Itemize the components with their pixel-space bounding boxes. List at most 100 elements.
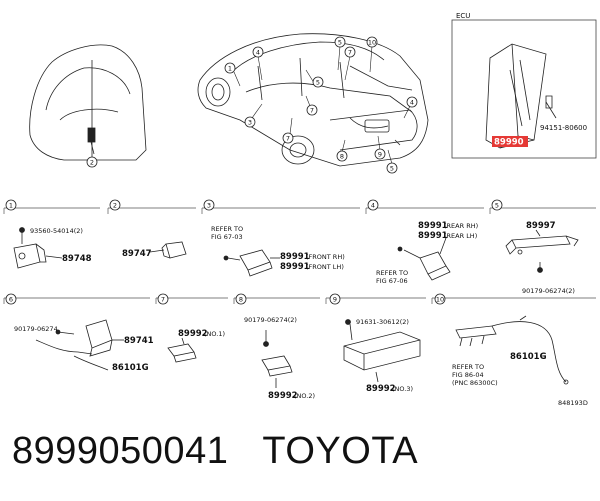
part-code: 89741 [124,336,154,346]
panel-number: 2 [113,202,117,210]
callout-circle [252,46,264,58]
callout-circles [5,36,503,305]
panel-number: 8 [239,296,243,304]
part-illustration-1 [13,227,63,269]
ecu-label: ECU [456,12,470,20]
callout-circle [374,148,386,160]
part-note: (REAR RH) [444,222,478,230]
callout-number: 5 [390,165,394,173]
panel-number: 9 [333,296,337,304]
panel-labels: 93560-54014(2) 89748 89747 REFER TO FIG … [14,221,588,407]
part-code: 86101G [510,352,547,362]
callout-circle [386,162,398,174]
part-code: 89992 [268,391,298,401]
part-code: 89991 [418,231,448,241]
part-illustration-2 [149,241,187,259]
ecu-part-highlight [492,136,528,147]
caption-brand: TOYOTA [262,430,419,472]
part-code: 91631-30612(2) [356,318,409,326]
part-code: 89747 [122,249,152,259]
callout-circle [344,46,356,58]
callout-circle [203,199,215,211]
part-code: 90179-06274(2) [244,316,297,324]
refer-text: REFER TO [452,363,484,371]
part-code: 89991 [280,262,310,272]
part-illustration-4 [397,237,451,281]
car-perspective-view [197,33,429,167]
callout-number: 1 [228,65,232,73]
part-illustration-5 [505,229,579,273]
callout-circle [109,199,121,211]
refer-text: REFER TO [211,225,243,233]
refer-text: FIG 86-04 [452,371,484,379]
callout-circle [157,293,169,305]
figure-code: 848193D [558,399,588,407]
panel-number: 3 [207,202,211,210]
callout-circle [244,116,256,128]
callout-circle [86,156,98,168]
callout-circle [329,293,341,305]
callout-number: 10 [368,39,376,47]
ecu-bolt-part: 94151-80600 [540,124,587,132]
callout-number: 9 [378,151,382,159]
part-illustration-8 [261,330,293,388]
part-code: 89748 [62,254,92,264]
callout-circle [5,293,17,305]
callout-number: 5 [316,79,320,87]
ecu-part-number: 89990 [494,138,524,148]
panel-frames [3,207,596,304]
part-code: 90179-06274(2) [522,287,575,295]
part-note: (REAR LH) [444,232,477,240]
panel-number: 5 [495,202,499,210]
part-code: 89992 [178,329,208,339]
part-code: 86101G [112,363,149,373]
ecu-labels: ECU 94151-80600 [456,12,587,132]
callout-number: 7 [286,135,290,143]
callout-numbers: 2 4 5 7 10 1 3 7 7 5 8 9 5 4 1 2 3 4 5 6… [9,39,499,304]
part-code: 93560-54014(2) [30,227,83,235]
callout-circle [336,150,348,162]
panel-number: 7 [161,296,165,304]
callout-circle [434,293,446,305]
part-code: 89991 [418,221,448,231]
refer-text: (PNC 86300C) [452,379,498,387]
callout-circle [367,199,379,211]
callout-number: 5 [338,39,342,47]
callout-circle [491,199,503,211]
part-illustration-10 [455,315,569,385]
part-note: (NO.1) [204,330,225,338]
part-code: 89991 [280,252,310,262]
panel-number: 10 [436,296,444,304]
callout-number: 3 [248,119,252,127]
part-note: (NO.3) [392,385,413,393]
part-note: (FRONT RH) [306,253,345,261]
callout-number: 2 [90,159,94,167]
refer-text: FIG 67-06 [376,277,408,285]
car-top-view [29,44,147,161]
refer-text: FIG 67-03 [211,233,243,241]
callout-circle [282,132,294,144]
part-code: 89992 [366,384,396,394]
part-note: (FRONT LH) [306,263,344,271]
refer-text: REFER TO [376,269,408,277]
caption-part-number: 8999050041 [12,430,229,472]
callout-circle [224,62,236,74]
panel-number: 4 [371,202,375,210]
part-note: (NO.2) [294,392,315,400]
callout-circle [5,199,17,211]
part-code: 90179-06274 [14,325,58,333]
callout-circle [312,76,324,88]
callout-number: 7 [348,49,352,57]
panel-number: 6 [9,296,13,304]
callout-circle [366,36,378,48]
caption: 8999050041 TOYOTA [12,430,418,473]
part-illustration-7 [167,337,197,363]
callout-circle [235,293,247,305]
part-illustration-6 [35,319,124,371]
panel-number: 1 [9,202,13,210]
part-code: 89997 [526,221,556,231]
callout-leaders [233,45,411,165]
callout-number: 4 [256,49,260,57]
